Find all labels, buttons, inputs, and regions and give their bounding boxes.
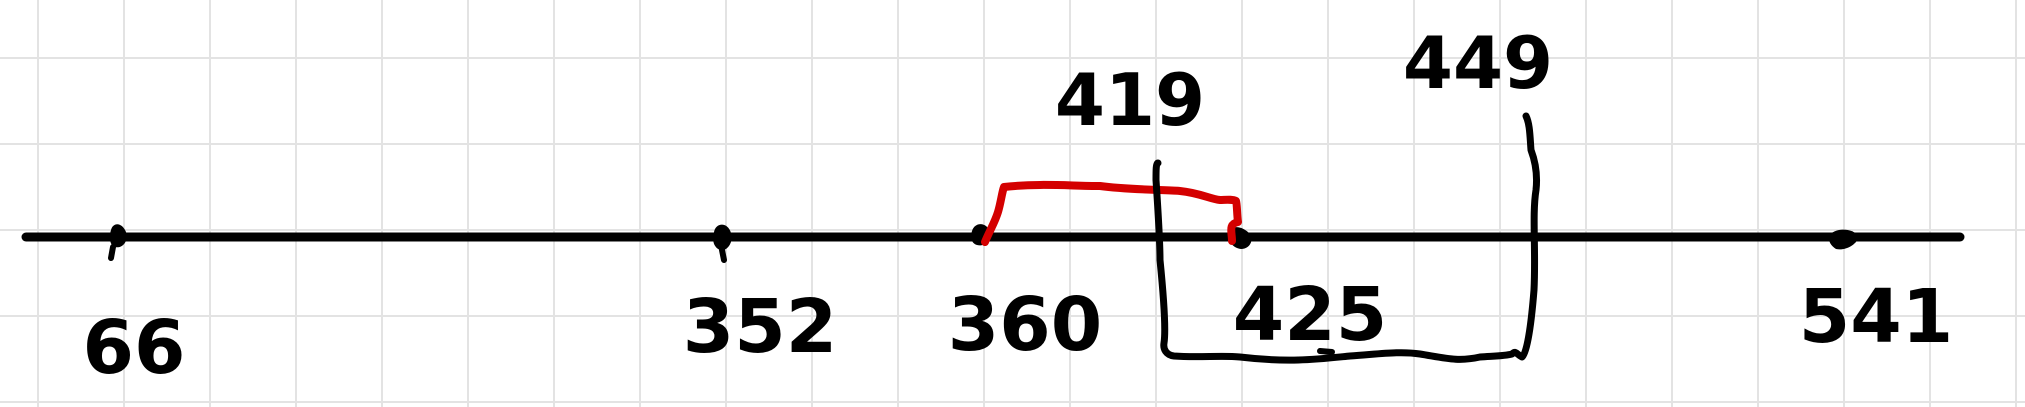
small-stroke-above-425	[1317, 348, 1335, 355]
tick-mark-541	[1828, 229, 1859, 250]
black-bracket-419-to-449	[1152, 112, 1540, 364]
tick-mark-66	[108, 224, 127, 261]
value-labels-above-line: 419 449	[1055, 21, 1553, 142]
value-labels-below-line: 66 352 360 425 541	[83, 272, 1954, 391]
red-bracket-360-to-425	[981, 180, 1242, 246]
value-label-360: 360	[948, 282, 1102, 368]
value-label-66: 66	[83, 305, 186, 391]
value-label-425: 425	[1233, 272, 1387, 358]
value-label-449: 449	[1403, 21, 1553, 105]
tick-mark-352	[713, 224, 732, 263]
value-label-352: 352	[683, 284, 837, 370]
value-label-419: 419	[1055, 58, 1205, 142]
value-label-541: 541	[1799, 274, 1953, 360]
